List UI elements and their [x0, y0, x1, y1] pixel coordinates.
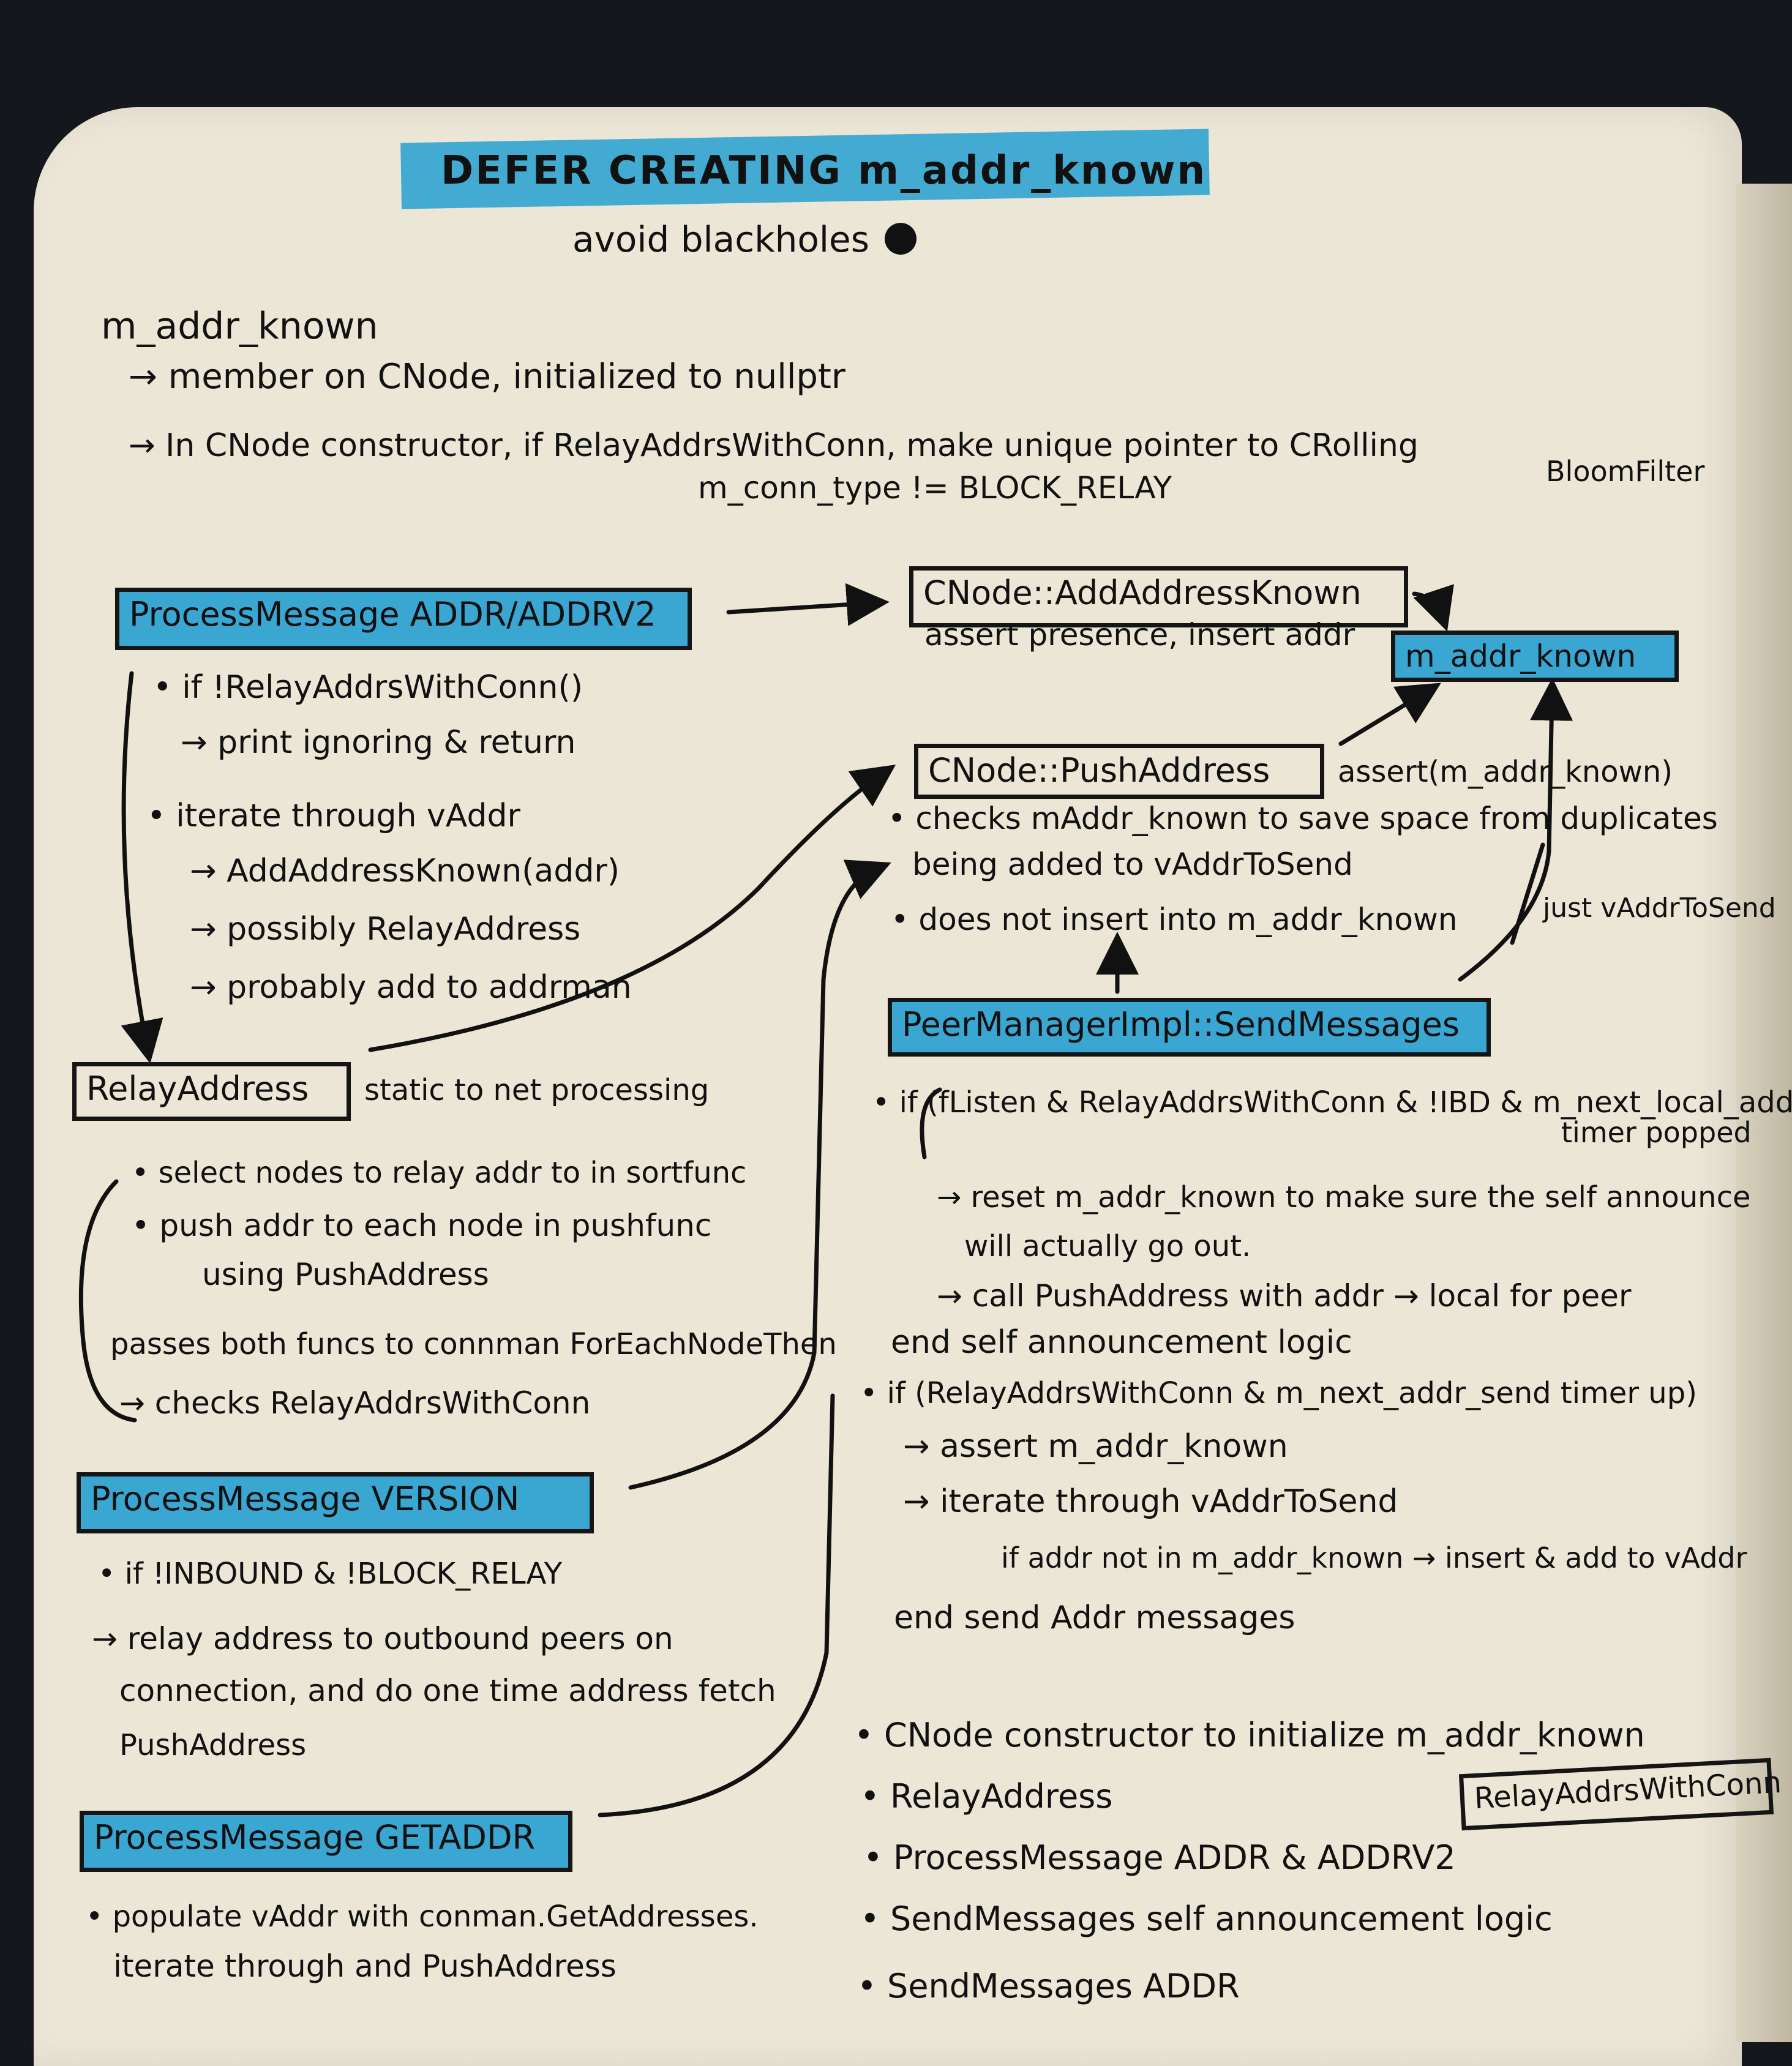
add-address-known-box: CNode::AddAddressKnown [909, 566, 1408, 627]
push-address-bullet-2: being added to vAddrToSend [912, 847, 1353, 882]
arrow-getaddr-to-pushaddress [598, 1393, 835, 1817]
process-addr-bullet-4: → AddAddressKnown(addr) [190, 853, 620, 889]
arrow-addr-to-addaddressknown [726, 583, 890, 626]
send-messages-bullet-1: • if (fListen & RelayAddrsWithConn & !IB… [872, 1085, 1792, 1120]
arrow-pushaddress-to-maddrknown [1338, 683, 1441, 746]
arrow-version-to-pushaddress [628, 859, 891, 1490]
process-addr-bullet-6: → probably add to addrman [190, 969, 632, 1006]
push-address-assert: assert(m_addr_known) [1338, 755, 1673, 789]
process-getaddr-box: ProcessMessage GETADDR [80, 1811, 572, 1872]
relay-address-bracket [78, 1179, 137, 1423]
send-messages-bullet-5: → call PushAddress with addr → local for… [937, 1278, 1632, 1314]
intro-line-1: → member on CNode, initialized to nullpt… [129, 357, 845, 397]
process-version-box: ProcessMessage VERSION [77, 1472, 594, 1533]
summary-item-5: • SendMessages ADDR [857, 1967, 1240, 2005]
version-bullet-3: connection, and do one time address fetc… [119, 1673, 776, 1709]
send-messages-bracket [920, 1087, 942, 1159]
version-bullet-1: • if !INBOUND & !BLOCK_RELAY [98, 1557, 563, 1591]
process-addr-bullet-3: • iterate through vAddr [147, 798, 520, 834]
summary-item-3: • ProcessMessage ADDR & ADDRV2 [863, 1838, 1456, 1877]
page-subtitle: avoid blackholes [572, 219, 869, 260]
arrow-addaddressknown-to-maddrknown [1412, 584, 1454, 632]
relay-address-bullet-4: passes both funcs to connman ForEachNode… [110, 1327, 837, 1361]
black-hole-icon [885, 223, 917, 255]
relay-address-bullet-2: • push addr to each node in pushfunc [132, 1208, 712, 1243]
intro-heading: m_addr_known [101, 305, 378, 348]
push-address-divider [1510, 842, 1545, 945]
getaddr-bullet-2: iterate through and PushAddress [113, 1948, 617, 1984]
send-messages-bullet-8: → assert m_addr_known [903, 1428, 1288, 1465]
summary-item-2: • RelayAddress [860, 1777, 1113, 1816]
send-messages-bullet-2: timer popped [1561, 1116, 1752, 1149]
m-addr-known-box: m_addr_known [1391, 631, 1679, 682]
getaddr-bullet-1: • populate vAddr with conman.GetAddresse… [86, 1899, 759, 1934]
page-title: DEFER CREATING m_addr_known [441, 148, 1207, 193]
relay-address-bullet-5: → checks RelayAddrsWithConn [119, 1385, 591, 1421]
push-address-box: CNode::PushAddress [914, 744, 1324, 799]
process-addr-bullet-2: → print ignoring & return [181, 724, 576, 761]
send-messages-bullet-10: if addr not in m_addr_known → insert & a… [1001, 1541, 1747, 1574]
send-messages-bullet-3: → reset m_addr_known to make sure the se… [937, 1180, 1751, 1215]
process-addr-box: ProcessMessage ADDR/ADDRV2 [115, 588, 692, 650]
send-messages-bullet-9: → iterate through vAddrToSend [903, 1483, 1398, 1520]
add-address-known-note: assert presence, insert addr [924, 617, 1355, 653]
send-messages-bullet-11: end send Addr messages [894, 1600, 1295, 1636]
relay-address-bullet-3: using PushAddress [202, 1257, 489, 1292]
summary-item-1: • CNode constructor to initialize m_addr… [854, 1716, 1645, 1754]
relay-address-side-note: static to net processing [364, 1073, 710, 1107]
send-messages-bullet-4: will actually go out. [964, 1229, 1251, 1263]
next-page-edge [1736, 184, 1792, 2042]
send-messages-bullet-7: • if (RelayAddrsWithConn & m_next_addr_s… [860, 1376, 1697, 1410]
summary-item-4: • SendMessages self announcement logic [860, 1899, 1553, 1938]
send-messages-box: PeerManagerImpl::SendMessages [888, 998, 1491, 1057]
push-address-bullet-1: • checks mAddr_known to save space from … [888, 801, 1718, 836]
intro-line-4: m_conn_type != BLOCK_RELAY [698, 470, 1172, 506]
process-addr-bullet-1: • if !RelayAddrsWithConn() [153, 669, 583, 706]
relay-address-box: RelayAddress [72, 1062, 351, 1121]
notebook-page [34, 107, 1742, 2066]
arrow-addr-to-relayaddress [121, 671, 163, 1064]
push-address-bullet-3: • does not insert into m_addr_known [891, 902, 1458, 937]
version-bullet-2: → relay address to outbound peers on [92, 1621, 673, 1656]
version-bullet-4: PushAddress [119, 1728, 307, 1762]
arrow-relayaddress-to-pushaddress [368, 765, 896, 1052]
intro-line-2: → In CNode constructor, if RelayAddrsWit… [129, 427, 1419, 464]
arrow-sendmessages-to-maddrknown [1458, 678, 1573, 982]
send-messages-bullet-6: end self announcement logic [891, 1324, 1352, 1361]
push-address-side-note: just vAddrToSend [1543, 893, 1776, 924]
intro-line-3: BloomFilter [1546, 455, 1705, 488]
process-addr-bullet-5: → possibly RelayAddress [190, 911, 581, 948]
relay-address-bullet-1: • select nodes to relay addr to in sortf… [132, 1156, 747, 1190]
